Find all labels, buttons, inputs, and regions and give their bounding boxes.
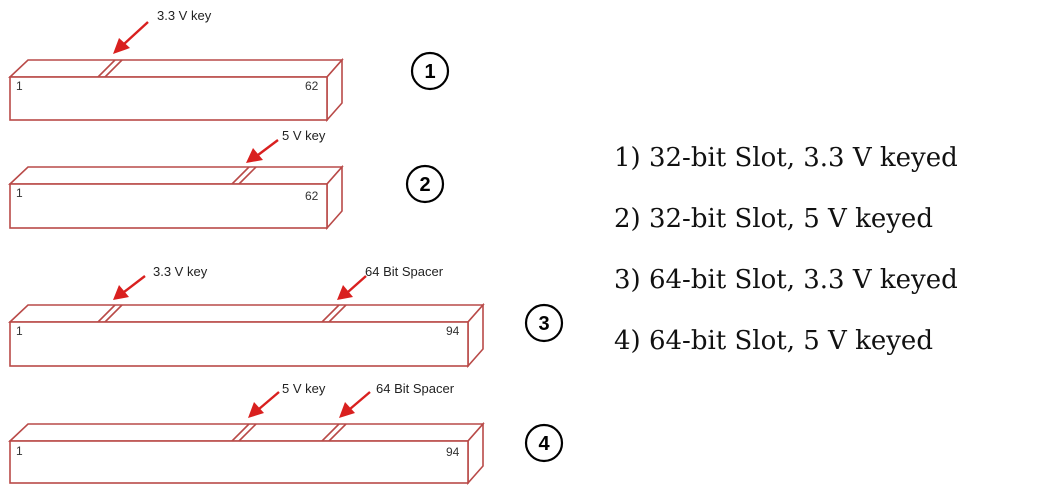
- key-notch: [97, 304, 123, 323]
- slot-4-front-face: [9, 440, 469, 484]
- slot-1-front-face: [9, 76, 328, 121]
- slot-2-pin-end: 62: [305, 189, 319, 203]
- slot-3-pin-end: 94: [446, 324, 460, 338]
- slot-3-number: 3: [538, 313, 549, 335]
- legend-item-1: 1) 32-bit Slot, 3.3 V keyed: [614, 143, 958, 173]
- slot-3-number-badge: [524, 303, 564, 343]
- slot-1-pin-end: 62: [305, 79, 319, 93]
- arrow-icon: [113, 21, 149, 54]
- spacer-notch: [321, 304, 347, 323]
- arrow-icon: [339, 391, 371, 418]
- slot-3-spacer-label: 64 Bit Spacer: [365, 264, 444, 279]
- slot-1-top-face: [7, 59, 344, 78]
- slot-2-number-badge: [405, 164, 445, 204]
- slot-1-number: 1: [424, 61, 435, 83]
- slot-3-pin-start: 1: [16, 324, 23, 338]
- key-notch: [231, 423, 257, 442]
- slot-3-front-face: [9, 321, 469, 367]
- slot-3: 1 94 3.3 V key 64 Bit Spacer 3: [7, 264, 564, 369]
- legend-item-3: 3) 64-bit Slot, 3.3 V keyed: [614, 265, 958, 295]
- slot-4: 1 94 5 V key 64 Bit Spacer 4: [7, 381, 564, 485]
- slot-3-key-label: 3.3 V key: [153, 264, 208, 279]
- slot-legend: 1) 32-bit Slot, 3.3 V keyed 2) 32-bit Sl…: [614, 128, 958, 372]
- slot-2-front-face: [9, 183, 328, 229]
- slot-4-pin-end: 94: [446, 445, 460, 459]
- slot-1-number-badge: [410, 51, 450, 91]
- slot-1-pin-start: 1: [16, 79, 23, 93]
- slot-2-number: 2: [419, 174, 430, 196]
- slot-4-pin-start: 1: [16, 444, 23, 458]
- slot-4-number: 4: [538, 433, 550, 455]
- arrow-icon: [337, 275, 367, 300]
- key-notch: [231, 166, 257, 185]
- slot-1-key-label: 3.3 V key: [157, 8, 212, 23]
- slot-2-key-label: 5 V key: [282, 128, 326, 143]
- slot-2: 1 62 5 V key 2: [7, 128, 445, 231]
- slot-4-spacer-label: 64 Bit Spacer: [376, 381, 455, 396]
- slot-2-pin-start: 1: [16, 186, 23, 200]
- slot-2-top-face: [7, 166, 344, 185]
- spacer-notch: [321, 423, 347, 442]
- slot-4-key-label: 5 V key: [282, 381, 326, 396]
- legend-item-4: 4) 64-bit Slot, 5 V keyed: [614, 326, 933, 356]
- arrow-icon: [113, 275, 146, 300]
- arrow-icon: [246, 139, 279, 163]
- key-notch: [97, 59, 123, 78]
- slot-4-number-badge: [524, 423, 564, 463]
- arrow-icon: [248, 391, 280, 418]
- slot-3-top-face: [7, 304, 485, 323]
- legend-item-2: 2) 32-bit Slot, 5 V keyed: [614, 204, 933, 234]
- slot-1: 1 62 3.3 V key 1: [7, 8, 450, 123]
